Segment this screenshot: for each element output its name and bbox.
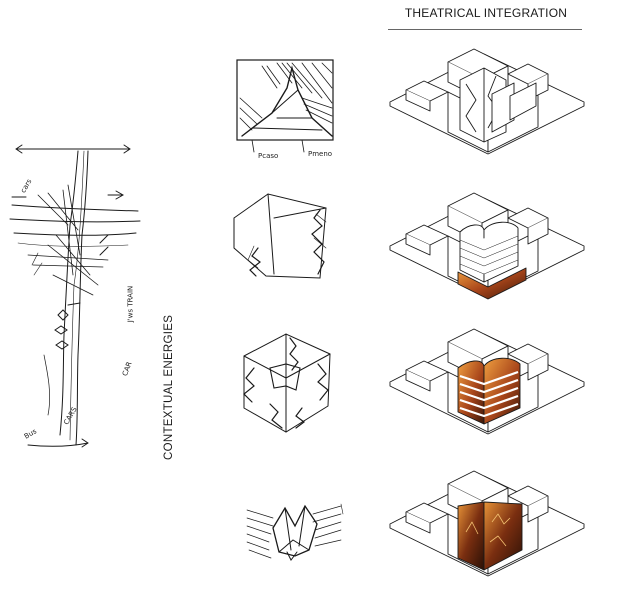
sketch-2 <box>228 188 343 288</box>
axo-2-drawing <box>389 192 585 300</box>
sketch-4-drawing <box>246 503 344 561</box>
sketch-3 <box>230 328 342 438</box>
street-plan-sketch <box>8 135 158 465</box>
axo-2 <box>388 184 588 314</box>
street-plan-drawing <box>9 144 141 448</box>
sketch-2-drawing <box>233 193 327 279</box>
axo-3-drawing <box>389 328 585 435</box>
axo-1-drawing <box>389 48 585 155</box>
axo-3 <box>388 320 588 450</box>
note-train: J'ws TRAIN <box>126 285 135 323</box>
sketch-1-note-right: Pmeno <box>308 150 333 158</box>
sketch-1 <box>232 58 340 168</box>
axo-4 <box>388 462 588 592</box>
axo-1 <box>388 40 588 170</box>
sketch-1-note-left: Pcaso <box>258 152 279 160</box>
sketch-3-drawing <box>243 333 331 433</box>
sketch-1-drawing <box>236 59 334 153</box>
side-label: CONTEXTUAL ENERGIES <box>163 314 175 460</box>
title-underline <box>388 29 582 30</box>
axo-4-drawing <box>389 470 585 577</box>
page-title: THEATRICAL INTEGRATION <box>404 6 568 20</box>
sketch-4 <box>243 500 348 568</box>
